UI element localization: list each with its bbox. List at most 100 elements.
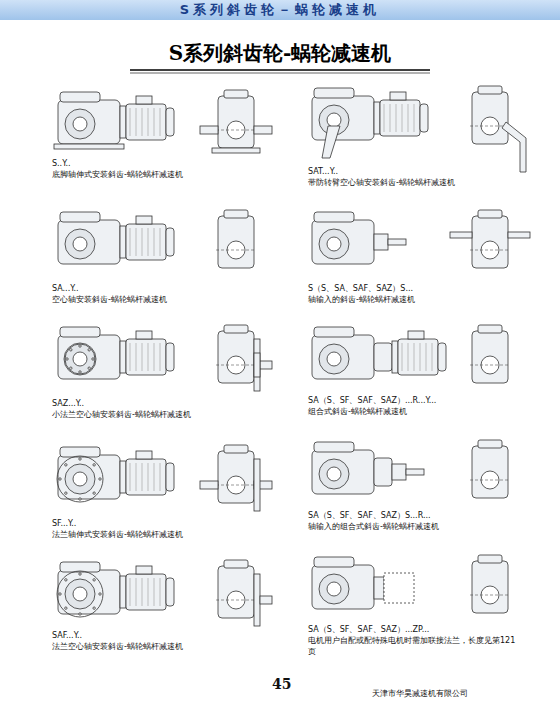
drawing-stroke	[470, 250, 510, 251]
drawing-stroke	[58, 335, 120, 379]
drawing-stroke	[408, 343, 409, 371]
model-code: SAF...Y..	[52, 630, 82, 641]
drawing-stroke	[60, 327, 100, 337]
page-title: S系列斜齿轮-蜗轮减速机	[0, 40, 560, 67]
drawing-stroke	[166, 463, 174, 491]
drawing-stroke	[93, 464, 95, 466]
drawing-stroke	[93, 579, 95, 581]
caption: 底脚轴伸式安装斜齿-蜗轮蜗杆减速机	[52, 169, 183, 180]
drawing-stroke	[218, 331, 254, 383]
drawing-stroke	[260, 596, 272, 604]
model-code: SA（S、SF、SAF、SAZ）...ZP...	[308, 624, 429, 635]
drawing-stroke	[148, 228, 149, 256]
drawing-stroke	[408, 104, 409, 132]
drawing-stroke	[148, 578, 149, 606]
drawing-stroke	[58, 455, 120, 499]
drawing-stroke	[136, 578, 137, 606]
drawing-stroke	[70, 349, 72, 351]
header-text: S系列斜齿轮－蜗轮减速机	[180, 1, 380, 19]
drawing-stroke	[166, 343, 174, 371]
drawing-stroke	[160, 228, 161, 256]
drawing-stroke	[224, 325, 248, 333]
drawing-stroke	[319, 459, 349, 489]
caption: 法兰轴伸式安装斜齿-蜗轮蜗杆减速机	[52, 529, 183, 540]
reducer-drawing	[312, 440, 510, 498]
drawing-stroke	[73, 587, 87, 601]
drawing-stroke	[212, 148, 260, 153]
reducer-drawing	[57, 560, 272, 626]
drawing-stroke	[166, 228, 174, 256]
drawing-stroke	[414, 343, 415, 371]
drawing-stroke	[470, 480, 510, 481]
drawing-stroke	[322, 126, 340, 158]
drawing-stroke	[54, 144, 124, 149]
drawing-stroke	[472, 92, 508, 144]
drawing-stroke	[384, 104, 385, 132]
drawing-stroke	[58, 570, 120, 614]
drawing-stroke	[312, 96, 374, 140]
drawing-stroke	[93, 492, 95, 494]
drawing-stroke	[374, 343, 392, 371]
drawing-stroke	[218, 96, 254, 148]
drawing-stroke	[120, 341, 126, 373]
drawing-stroke	[120, 461, 126, 493]
drawing-stroke	[136, 228, 137, 256]
drawing-stroke	[384, 573, 414, 603]
drawing-stroke	[388, 239, 406, 245]
drawing-stroke	[216, 365, 256, 366]
reducer-drawing	[58, 325, 272, 391]
drawing-stroke	[126, 459, 166, 495]
drawing-stroke	[88, 349, 90, 351]
drawing-stroke	[472, 446, 508, 498]
drawing-stroke	[319, 229, 349, 259]
drawing-stroke	[390, 104, 391, 132]
drawing-stroke	[374, 234, 388, 250]
drawing-stroke	[160, 463, 161, 491]
model-code: SA（S、SF、SAF、SAZ）...R...Y...	[308, 395, 436, 406]
drawing-stroke	[66, 358, 68, 360]
caption: 法兰空心轴安装斜齿-蜗轮蜗杆减速机	[52, 641, 183, 652]
drawing-stroke	[136, 108, 137, 136]
drawing-stroke	[65, 607, 67, 609]
drawing-stroke	[65, 464, 95, 494]
drawing-stroke	[130, 108, 131, 136]
drawing-stroke	[160, 343, 161, 371]
drawing-stroke	[142, 343, 143, 371]
drawing-stroke	[438, 343, 446, 371]
drawing-stroke	[216, 485, 256, 486]
drawing-stroke	[64, 343, 96, 375]
drawing-stroke	[136, 331, 152, 339]
company-name: 天津市华昊减速机有限公司	[372, 688, 468, 699]
model-code: SAZ...Y..	[52, 398, 84, 409]
drawing-stroke	[79, 345, 81, 347]
drawing-stroke	[254, 459, 260, 511]
drawing-stroke	[160, 578, 161, 606]
drawing-stroke	[319, 574, 349, 604]
drawing-stroke	[136, 463, 137, 491]
model-code: SAT...Y..	[308, 166, 338, 177]
caption: 轴输入的斜齿-蜗轮蜗杆减速机	[308, 294, 415, 305]
drawing-stroke	[478, 210, 502, 218]
drawing-stroke	[254, 339, 260, 391]
drawing-stroke	[142, 228, 143, 256]
drawing-stroke	[472, 561, 508, 613]
model-code: SA（S、SF、SAF、SAZ）S...R...	[308, 510, 431, 521]
drawing-stroke	[254, 126, 272, 134]
drawing-stroke	[314, 327, 354, 337]
drawing-stroke	[408, 331, 424, 339]
drawing-stroke	[130, 578, 131, 606]
drawing-stroke	[79, 498, 81, 500]
caption: 空心轴安装斜齿-蜗轮蜗杆减速机	[52, 294, 167, 305]
drawing-stroke	[166, 578, 174, 606]
drawing-stroke	[73, 237, 87, 251]
drawing-stroke	[154, 343, 155, 371]
drawing-stroke	[502, 122, 526, 172]
drawing-stroke	[136, 451, 152, 459]
drawing-stroke	[148, 463, 149, 491]
drawing-stroke	[327, 113, 341, 127]
drawing-stroke	[65, 492, 67, 494]
drawing-stroke	[312, 450, 374, 494]
drawing-stroke	[314, 88, 354, 98]
drawing-stroke	[93, 607, 95, 609]
drawing-stroke	[414, 104, 415, 132]
